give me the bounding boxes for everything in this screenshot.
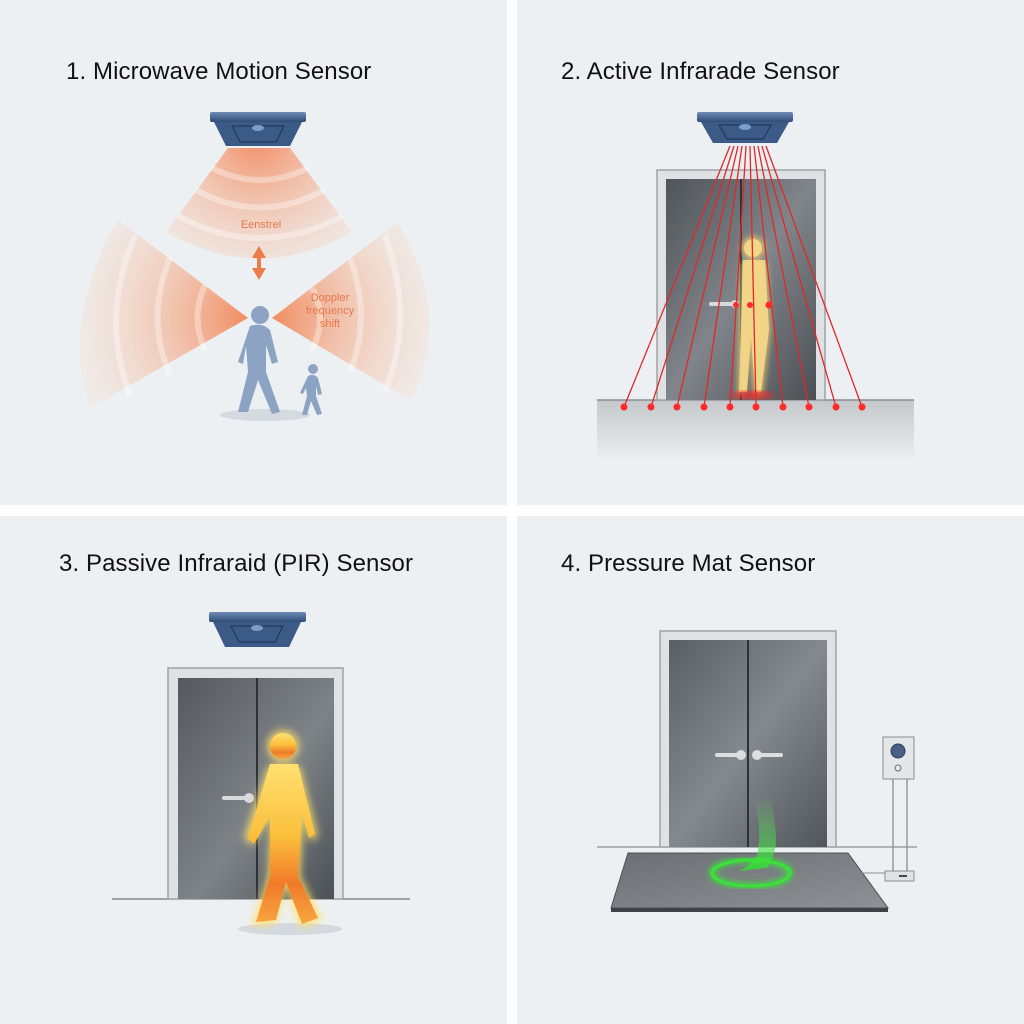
adult-walking-icon [238, 306, 280, 414]
door-icon [167, 667, 344, 900]
control-unit-icon [862, 736, 915, 882]
child-walking-icon [300, 364, 322, 415]
panel-title: 2. Active Infrarade Sensor [561, 58, 840, 85]
panel-title: 1. Microwave Motion Sensor [66, 58, 372, 85]
footstep-glow-icon [709, 796, 793, 889]
panel-title: 3. Passive Infraraid (PIR) Sensor [59, 550, 414, 577]
pressure-mat-icon [610, 852, 889, 912]
heat-signature-person-icon [244, 730, 322, 928]
door-icon [659, 630, 837, 848]
panel-title: 4. Pressure Mat Sensor [561, 550, 816, 577]
microwave-wave-icon [79, 148, 430, 408]
panel-microwave-sensor: 1. Microwave Motion Sensor [0, 0, 507, 505]
beam-label: Eenstrel [240, 219, 282, 231]
ceiling-sensor-icon [210, 112, 306, 146]
pir-diagram [112, 612, 410, 935]
microwave-diagram [79, 112, 430, 421]
floor-reflector-icon [620, 301, 866, 411]
panel-pressure-mat-sensor: 4. Pressure Mat Sensor [517, 516, 1024, 1024]
panel-pir-sensor: 3. Passive Infraraid (PIR) Sensor [0, 516, 507, 1024]
doppler-label-line3: shift [319, 318, 341, 330]
ceiling-sensor-icon [209, 612, 306, 647]
active-infrared-diagram [597, 112, 914, 460]
double-arrow-icon [252, 246, 266, 280]
person-silhouette-icon [737, 236, 771, 395]
pressure-mat-diagram [597, 630, 917, 912]
infrared-beam-icon [623, 145, 863, 408]
doppler-label-line2: frequency [305, 305, 355, 317]
doppler-label: Doppler frequency shift [290, 292, 370, 331]
ceiling-sensor-icon [697, 112, 793, 143]
panel-active-infrared-sensor: 2. Active Infrarade Sensor [517, 0, 1024, 505]
doppler-label-line1: Doppler [310, 292, 350, 304]
